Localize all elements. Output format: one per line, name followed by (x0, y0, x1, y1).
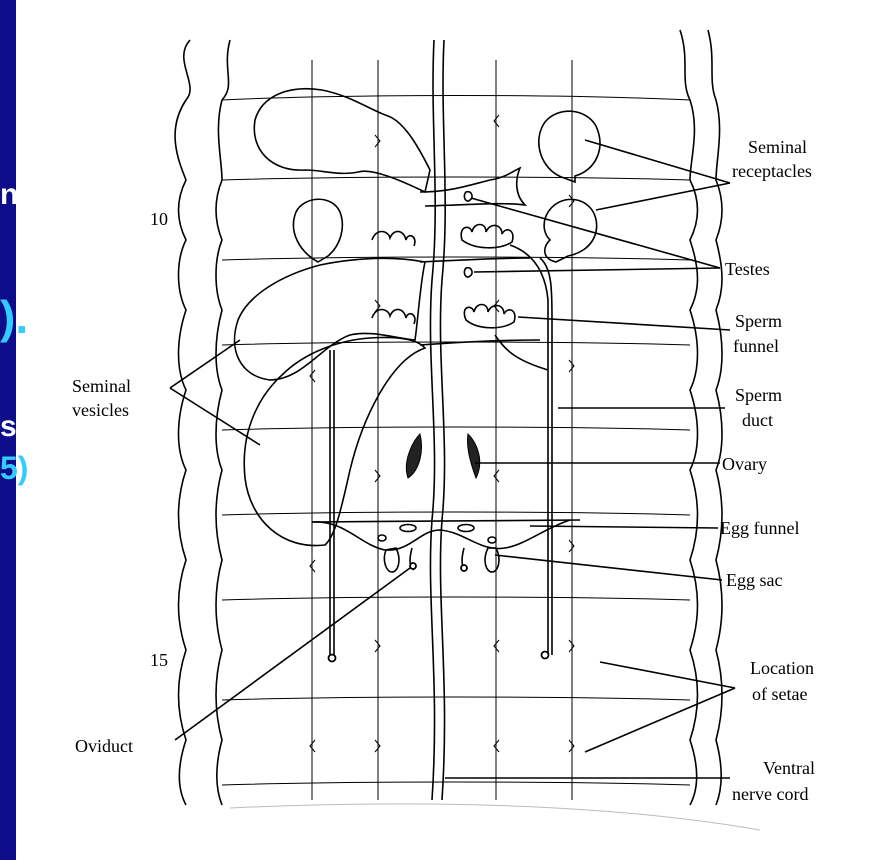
central-septa (420, 168, 540, 345)
label-ventral-nerve-cord-2: nerve cord (732, 784, 808, 804)
seminal-receptacles (293, 111, 599, 262)
label-egg-sac: Egg sac (726, 570, 782, 590)
label-seminal-vesicles-1: Seminal (72, 376, 131, 396)
label-ovary: Ovary (722, 454, 767, 474)
label-ventral-nerve-cord-1: Ventral (763, 758, 815, 778)
label-seminal-receptacles-2: receptacles (732, 161, 812, 181)
segment-number-15: 15 (150, 650, 168, 670)
segment-furrows (222, 96, 690, 786)
longitudinal-lines (312, 60, 572, 800)
seminal-vesicles (235, 89, 430, 546)
page-edge (230, 804, 760, 830)
segment-number-10: 10 (150, 209, 168, 229)
sperm-funnels (372, 225, 515, 328)
label-sperm-funnel-1: Sperm (735, 311, 782, 331)
setae-marks (310, 115, 574, 752)
label-sperm-duct-2: duct (742, 410, 773, 430)
label-testes: Testes (725, 259, 770, 279)
egg-sacs (384, 548, 499, 572)
ovaries (406, 434, 479, 478)
label-oviduct: Oviduct (75, 736, 133, 756)
label-egg-funnel: Egg funnel (720, 518, 799, 538)
leader-lines (170, 140, 735, 778)
label-seminal-vesicles-2: vesicles (72, 400, 129, 420)
label-sperm-funnel-2: funnel (733, 336, 779, 356)
ventral-nerve-cord (430, 40, 445, 800)
label-location-of-setae-1: Location (750, 658, 814, 678)
egg-funnel-septum (312, 520, 580, 550)
label-location-of-setae-2: of setae (752, 684, 807, 704)
label-seminal-receptacles-1: Seminal (748, 137, 807, 157)
label-sperm-duct-1: Sperm (735, 385, 782, 405)
body-wall (175, 30, 722, 805)
